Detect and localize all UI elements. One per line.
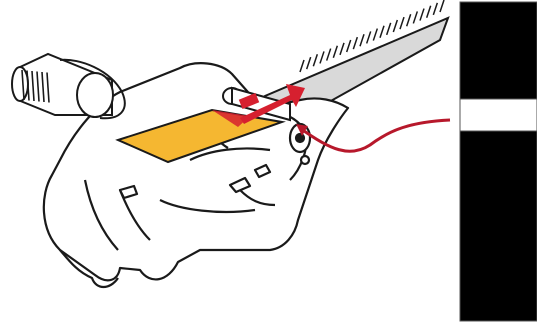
ruler-tick — [400, 17, 404, 29]
ruler-tick — [413, 11, 417, 23]
top-panel — [460, 2, 537, 99]
ruler-tick — [307, 57, 311, 69]
bottom-panel — [460, 131, 537, 321]
panel-divider — [460, 99, 537, 131]
ruler-tick — [320, 51, 324, 63]
ruler-tick — [373, 29, 377, 41]
ruler-tick — [433, 3, 437, 15]
side-panels — [460, 2, 537, 321]
ruler-tick — [367, 31, 371, 43]
spindle-thread-icon — [12, 54, 125, 118]
ruler-tick — [353, 37, 357, 49]
ruler-tick — [333, 46, 337, 58]
ruler-tick — [313, 54, 317, 66]
ruler-tick — [420, 9, 424, 21]
ruler-tick — [360, 34, 364, 46]
ruler-tick — [327, 49, 331, 61]
ruler-tick — [427, 6, 431, 18]
ruler-tick — [347, 40, 351, 52]
ruler-tick — [440, 0, 444, 12]
ruler-tick — [387, 23, 391, 35]
ruler-tick — [300, 60, 304, 72]
ruler-tick — [380, 26, 384, 38]
ruler-tick — [393, 20, 397, 32]
ruler-tick — [407, 14, 411, 26]
ruler-tick — [340, 43, 344, 55]
